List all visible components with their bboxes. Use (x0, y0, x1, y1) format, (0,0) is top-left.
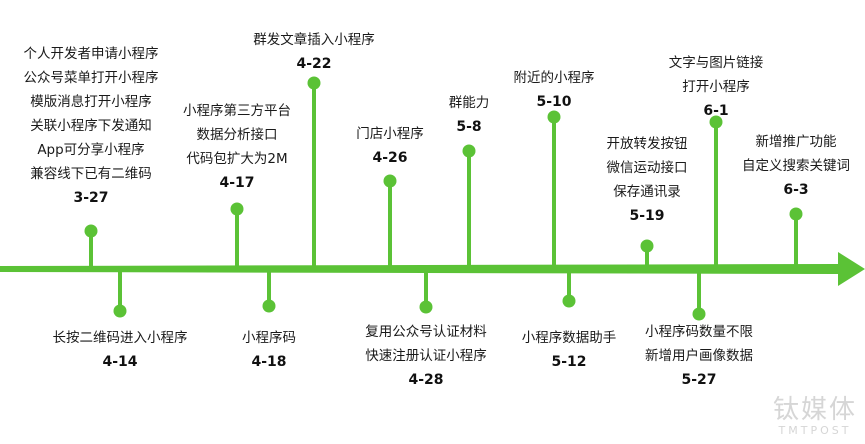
milestone-feature: 小程序码 (242, 330, 296, 346)
milestone-feature: 文字与图片链接 (668, 55, 764, 71)
milestone-feature: 小程序码数量不限 (645, 324, 753, 340)
timeline-marker-5-10 (547, 110, 561, 124)
milestone-5-19: 开放转发按钮微信运动接口保存通讯录 5-19 (607, 132, 688, 228)
milestone-date: 4-22 (296, 56, 332, 72)
timeline-marker-6-3 (789, 207, 803, 221)
milestone-date: 4-28 (408, 372, 444, 388)
timeline-marker-3-27 (84, 224, 98, 238)
milestone-date: 4-18 (251, 354, 287, 370)
milestone-feature: 快速注册认证小程序 (365, 348, 487, 364)
milestone-feature: 代码包扩大为2M (186, 151, 288, 167)
milestone-date: 4-17 (219, 175, 255, 191)
milestone-feature: 微信运动接口 (606, 160, 688, 176)
milestone-4-17: 小程序第三方平台数据分析接口代码包扩大为2M 4-17 (183, 99, 291, 195)
milestone-5-8: 群能力 5-8 (449, 91, 490, 139)
milestone-4-14: 长按二维码进入小程序 4-14 (53, 326, 188, 374)
milestone-feature: 复用公众号认证材料 (365, 324, 487, 340)
milestone-feature: 公众号菜单打开小程序 (23, 70, 159, 86)
milestone-6-1: 文字与图片链接打开小程序 6-1 (669, 51, 764, 123)
milestone-feature: 门店小程序 (356, 126, 424, 142)
milestone-feature: 小程序数据助手 (521, 330, 617, 346)
milestone-feature: 关联小程序下发通知 (30, 118, 152, 134)
timeline-marker-4-22 (307, 76, 321, 90)
milestone-feature: 群发文章插入小程序 (253, 32, 375, 48)
milestone-feature: 新增用户画像数据 (645, 348, 753, 364)
timeline-stems (84, 76, 803, 321)
milestone-date: 4-14 (102, 354, 138, 370)
milestone-5-10: 附近的小程序 5-10 (514, 66, 595, 114)
milestone-5-12: 小程序数据助手 5-12 (522, 326, 617, 374)
milestone-date: 5-19 (629, 208, 665, 224)
milestone-date: 5-27 (681, 372, 717, 388)
timeline-marker-4-14 (113, 304, 127, 318)
milestone-5-27: 小程序码数量不限新增用户画像数据 5-27 (645, 320, 753, 392)
watermark-cn: 钛媒体 (772, 395, 857, 425)
timeline-marker-5-8 (462, 144, 476, 158)
milestone-4-28: 复用公众号认证材料快速注册认证小程序 4-28 (365, 320, 487, 392)
milestone-4-22: 群发文章插入小程序 4-22 (253, 28, 375, 76)
watermark-en: TMTPOST (778, 424, 852, 437)
timeline-marker-5-12 (562, 294, 576, 308)
milestone-feature: 模版消息打开小程序 (30, 94, 152, 110)
milestone-4-18: 小程序码 4-18 (242, 326, 296, 374)
milestone-feature: 小程序第三方平台 (183, 103, 291, 119)
milestone-feature: App可分享小程序 (37, 142, 145, 158)
milestone-feature: 打开小程序 (682, 79, 750, 95)
milestone-feature: 数据分析接口 (196, 127, 278, 143)
milestone-date: 5-8 (456, 119, 482, 135)
timeline-marker-6-1 (709, 115, 723, 129)
timeline-marker-5-27 (692, 307, 706, 321)
milestone-feature: 新增推广功能 (755, 134, 837, 150)
milestone-date: 6-1 (703, 103, 729, 119)
milestone-date: 4-26 (372, 150, 408, 166)
milestone-6-3: 新增推广功能自定义搜索关键词 6-3 (742, 130, 850, 202)
milestone-feature: 保存通讯录 (613, 184, 681, 200)
watermark-logo: 钛媒体 TMTPOST (773, 397, 857, 436)
milestone-date: 5-10 (536, 94, 572, 110)
timeline-marker-4-26 (383, 174, 397, 188)
milestone-date: 3-27 (73, 190, 109, 206)
milestone-feature: 兼容线下已有二维码 (30, 166, 152, 182)
timeline-marker-4-18 (262, 299, 276, 313)
milestone-feature: 开放转发按钮 (606, 136, 688, 152)
milestone-feature: 个人开发者申请小程序 (23, 46, 159, 62)
milestone-feature: 长按二维码进入小程序 (52, 330, 188, 346)
timeline-marker-4-17 (230, 202, 244, 216)
milestone-3-27: 个人开发者申请小程序公众号菜单打开小程序模版消息打开小程序关联小程序下发通知 Ap… (24, 42, 159, 210)
milestone-feature: 附近的小程序 (513, 70, 595, 86)
milestone-feature: 群能力 (448, 95, 490, 111)
timeline-marker-5-19 (640, 239, 654, 253)
milestone-date: 6-3 (783, 182, 809, 198)
timeline-marker-4-28 (419, 300, 433, 314)
timeline-axis-arrow (0, 252, 865, 286)
milestone-feature: 自定义搜索关键词 (742, 158, 850, 174)
milestone-4-26: 门店小程序 4-26 (356, 122, 424, 170)
milestone-date: 5-12 (551, 354, 587, 370)
